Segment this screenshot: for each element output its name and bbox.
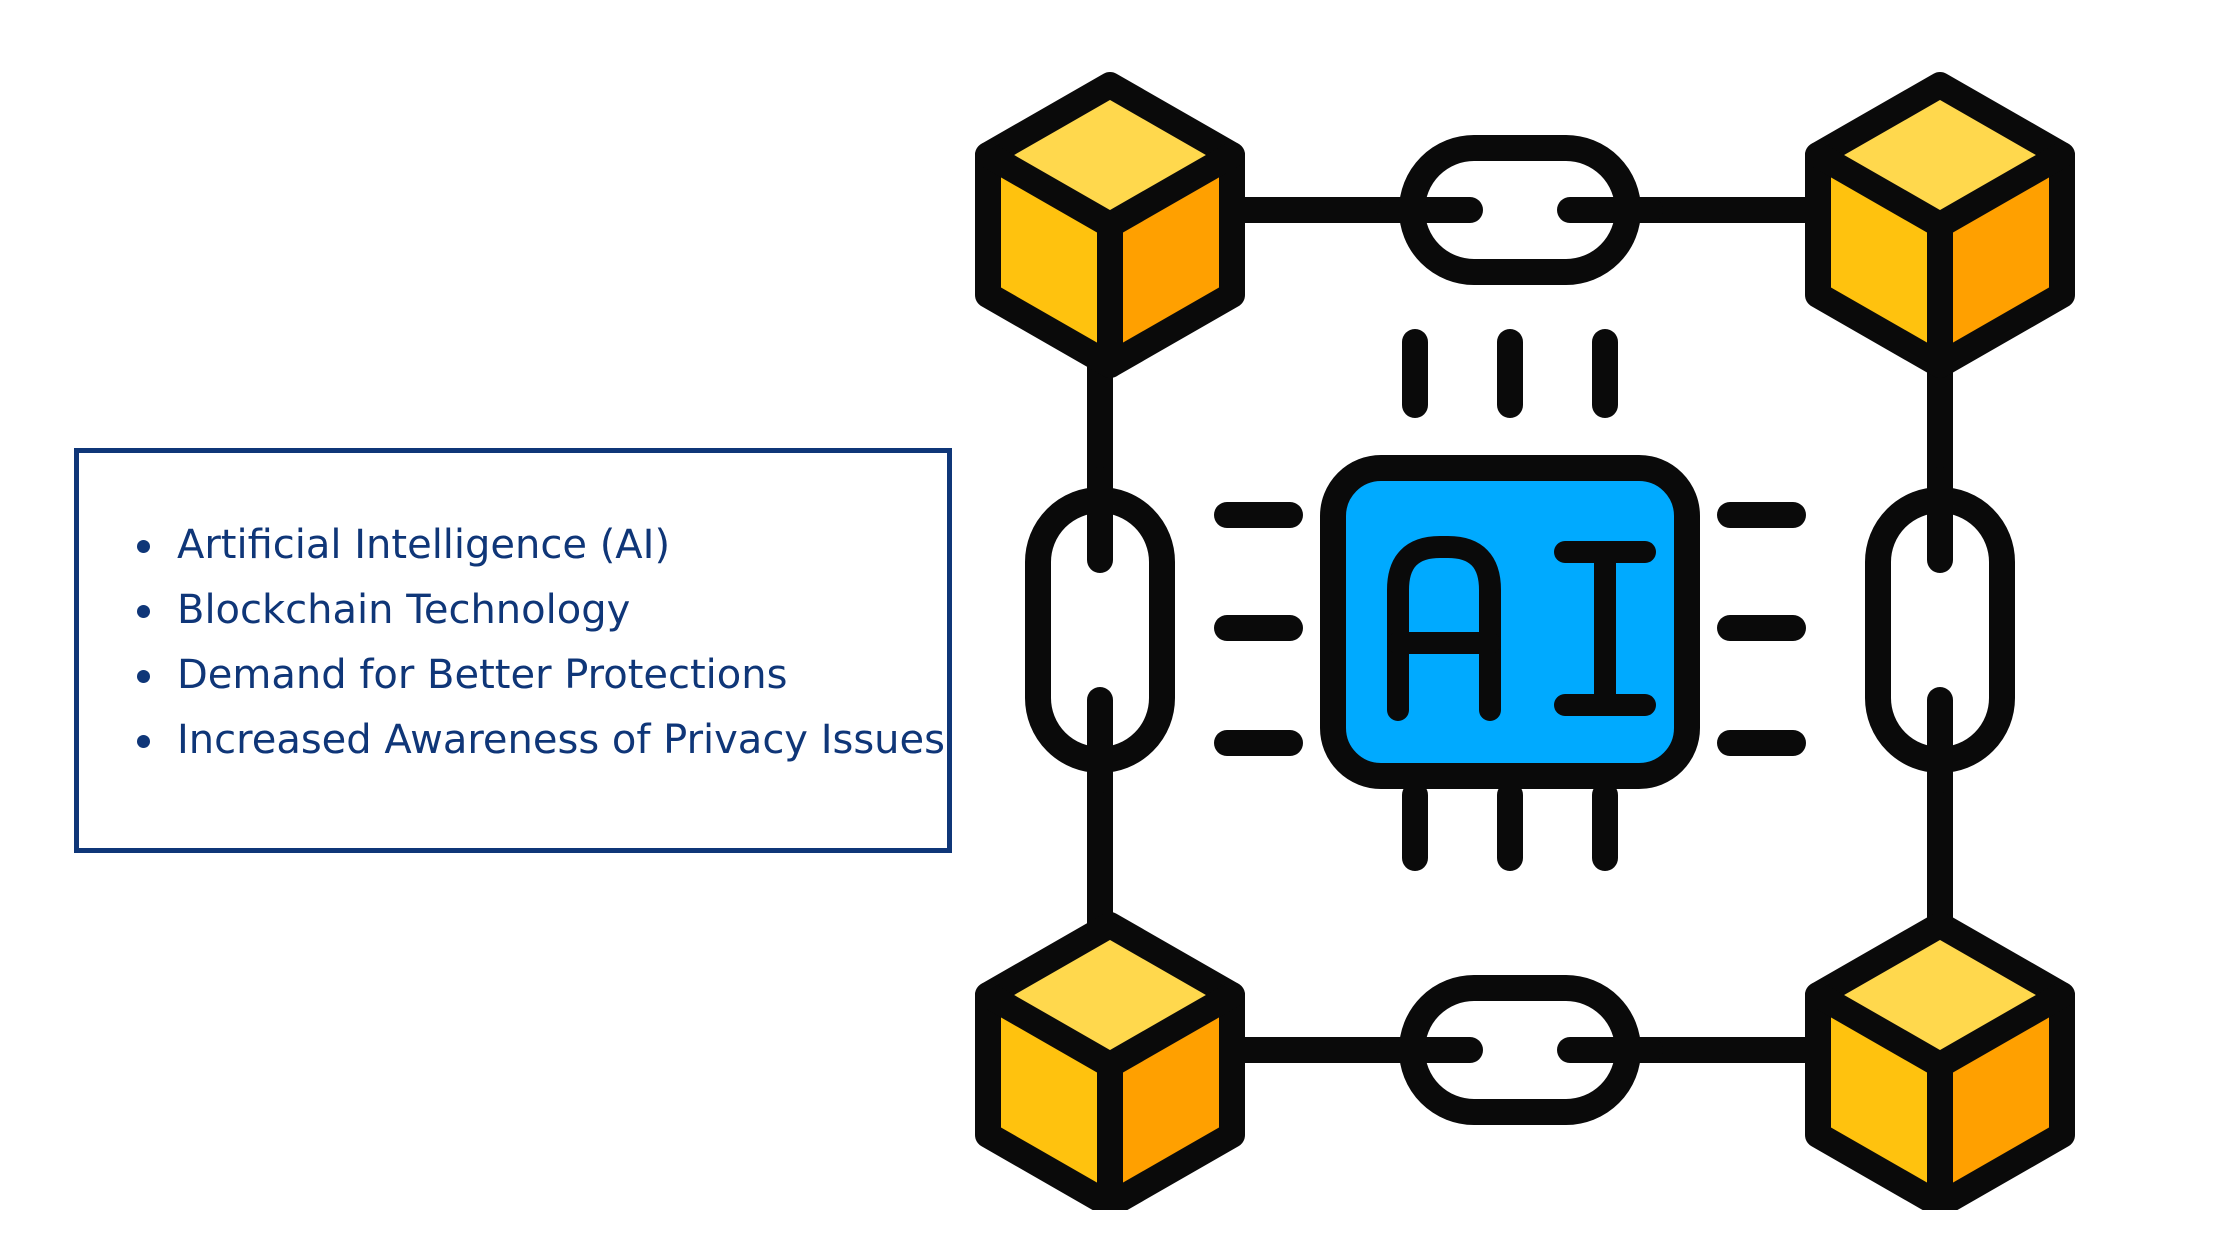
bullet-dot — [137, 670, 150, 683]
block-cube-icon — [1818, 85, 2062, 365]
block-cube-icon — [988, 85, 1232, 365]
list-item: Increased Awareness of Privacy Issues — [137, 708, 945, 773]
list-item: Demand for Better Protections — [137, 643, 945, 708]
bullet-list: Artificial Intelligence (AI) Blockchain … — [137, 513, 945, 773]
list-item-text: Increased Awareness of Privacy Issues — [177, 717, 945, 763]
block-cube-icon — [988, 925, 1232, 1205]
list-item: Artificial Intelligence (AI) — [137, 513, 945, 578]
bullet-dot — [137, 605, 150, 618]
list-item: Blockchain Technology — [137, 578, 945, 643]
chain-link-icon — [1377, 135, 1663, 285]
chain-link-icon — [1025, 467, 1175, 793]
bullet-dot — [137, 540, 150, 553]
chain-link-icon — [1865, 467, 2015, 793]
list-item-text: Blockchain Technology — [177, 587, 631, 633]
list-item-text: Artificial Intelligence (AI) — [177, 522, 671, 568]
list-item-text: Demand for Better Protections — [177, 652, 788, 698]
ai-chip-icon — [1214, 329, 1806, 871]
chip-ai-lettering — [1387, 536, 1656, 721]
bullet-dot — [137, 735, 150, 748]
bullet-list-box: Artificial Intelligence (AI) Blockchain … — [74, 448, 952, 853]
block-cube-icon — [1818, 925, 2062, 1205]
blockchain-ai-diagram — [950, 60, 2100, 1210]
chain-link-icon — [1377, 975, 1663, 1125]
